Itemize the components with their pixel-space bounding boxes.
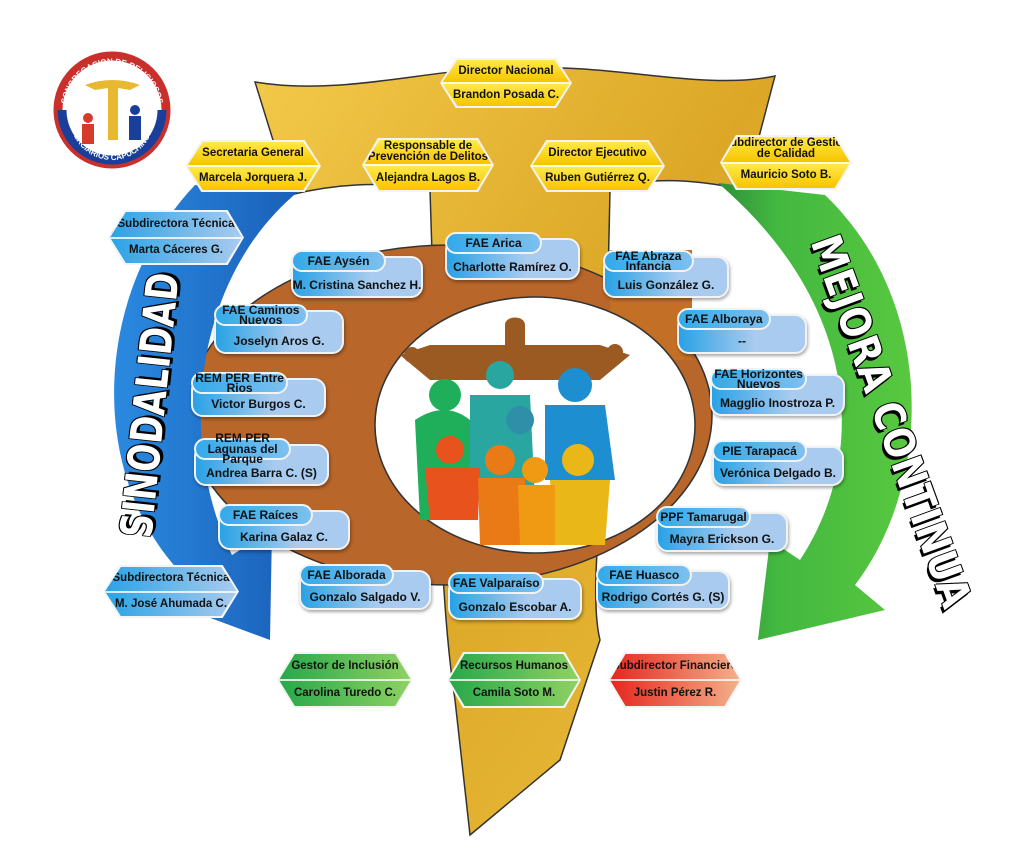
program-director-name: M. Cristina Sanchez H. — [292, 278, 422, 292]
role-title: Responsable de Prevención de Delitos — [364, 140, 492, 166]
role-holder-name: Brandon Posada C. — [442, 84, 570, 106]
program-box-fae-alboraya: FAE Alboraya -- — [677, 308, 807, 354]
mejora-continua-arrow — [718, 183, 912, 640]
program-director-name: Mayra Erickson G. — [669, 532, 775, 546]
program-director-name: -- — [738, 334, 746, 348]
program-title: FAE Horizontes Nuevos — [710, 368, 808, 390]
program-title: PPF Tamarugal — [656, 506, 752, 528]
program-box-fae-aysen: FAE Aysén M. Cristina Sanchez H. — [291, 250, 423, 298]
role-title: Subdirector Financiero — [610, 654, 740, 681]
program-director-name: Andrea Barra C. (S) — [206, 466, 317, 480]
role-title: Subdirectora Técnica — [110, 212, 242, 239]
program-title: FAE Huasco — [596, 564, 693, 586]
role-title: Secretaria General — [187, 142, 319, 167]
program-title: PIE Tarapacá — [712, 440, 808, 462]
role-title: Gestor de Inclusión — [279, 654, 411, 681]
role-holder-name: Marta Cáceres G. — [110, 238, 242, 263]
role-holder-name: Alejandra Lagos B. — [364, 166, 492, 190]
program-director-name: Victor Burgos C. — [211, 397, 306, 411]
role-title: Subdirector de Gestión de Calidad — [722, 137, 850, 164]
role-title: Subdirectora Técnica — [105, 567, 237, 593]
program-title: FAE Aysén — [291, 250, 387, 272]
role-title: Director Nacional — [442, 60, 570, 84]
program-title: REM PER Lagunas del Parque — [194, 432, 292, 465]
program-title: FAE Arica — [445, 232, 543, 254]
people-silhouettes — [400, 317, 630, 545]
role-holder-name: Ruben Gutiérrez Q. — [532, 167, 663, 190]
sinodalidad-arrow — [114, 185, 300, 640]
program-director-name: Joselyn Aros G. — [233, 334, 325, 348]
program-title: FAE Alboraya — [677, 308, 771, 330]
role-holder-name: Justin Pérez R. — [610, 681, 740, 706]
program-title: FAE Alborada — [299, 564, 395, 586]
program-director-name: Gonzalo Escobar A. — [458, 600, 572, 614]
program-director-name: Verónica Delgado B. — [719, 466, 837, 480]
role-title: Recursos Humanos — [449, 654, 579, 681]
program-title: FAE Valparaíso — [448, 572, 545, 594]
role-holder-name: Carolina Turedo C. — [279, 681, 411, 706]
role-holder-name: Mauricio Soto B. — [722, 163, 850, 188]
role-holder-name: M. José Ahumada C. — [105, 592, 237, 616]
program-title: REM PER Entre Rios — [191, 372, 289, 394]
program-director-name: Gonzalo Salgado V. — [309, 590, 421, 604]
program-title: FAE Raíces — [218, 504, 314, 526]
program-director-name: Luis González G. — [617, 278, 715, 292]
logo: CONGREGACION DE RELIGIOSOS TERCIARIOS CA… — [53, 51, 171, 169]
program-title: FAE Abraza Infancia — [603, 250, 694, 272]
program-director-name: Charlotte Ramírez O. — [453, 260, 572, 274]
role-holder-name: Camila Soto M. — [449, 681, 579, 706]
role-title: Director Ejecutivo — [532, 142, 663, 167]
program-director-name: Karina Galaz C. — [239, 530, 329, 544]
role-holder-name: Marcela Jorquera J. — [187, 167, 319, 190]
program-title: FAE Caminos Nuevos — [214, 304, 308, 326]
program-director-name: Rodrigo Cortés G. (S) — [601, 590, 725, 604]
program-director-name: Magglio Inostroza P. — [719, 396, 836, 410]
